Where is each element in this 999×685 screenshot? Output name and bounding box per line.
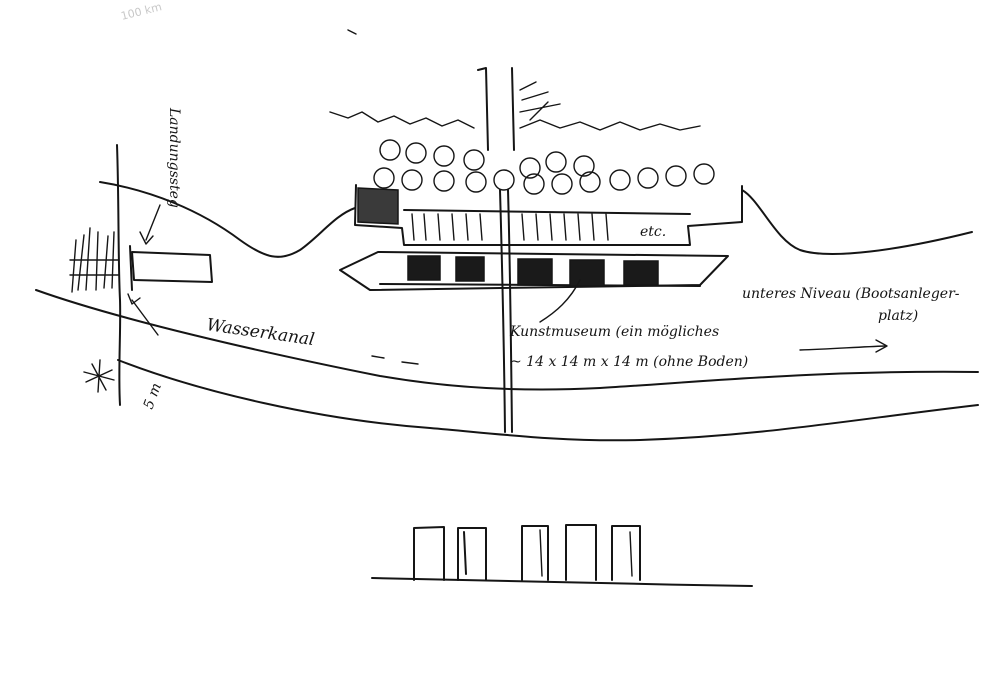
tree [519, 157, 541, 179]
opening [455, 256, 485, 282]
central-building [329, 67, 743, 433]
opening [569, 259, 605, 287]
tree [493, 169, 515, 191]
column [611, 525, 641, 581]
pier-pointer-line [145, 204, 161, 241]
corner-note: 100 km [120, 0, 163, 23]
tree [579, 171, 601, 193]
pier-post [129, 245, 133, 291]
tree [405, 142, 427, 164]
column [521, 525, 549, 581]
spire-right [511, 67, 515, 151]
note-pointer [539, 279, 581, 323]
tree [379, 139, 401, 161]
foliage-left [329, 111, 475, 129]
tree [609, 169, 631, 191]
spire-left [477, 67, 489, 151]
tree-row [373, 139, 715, 195]
plant-star [83, 359, 115, 393]
terrain-water-line [35, 289, 979, 391]
column [413, 526, 445, 581]
tree [693, 163, 715, 185]
tree [545, 151, 567, 173]
upper-deck [354, 184, 743, 246]
terrain-lines [35, 181, 979, 442]
column [565, 524, 597, 581]
tree [573, 155, 595, 177]
tree [463, 149, 485, 171]
tick-mark [347, 29, 357, 35]
column-elevation [371, 524, 753, 587]
building-note-1: Kunstmuseum (ein mögliches [509, 324, 719, 340]
tree [551, 173, 573, 195]
tree [433, 170, 455, 192]
tree [401, 169, 423, 191]
ground-line [371, 577, 753, 587]
etc-note: etc. [640, 224, 666, 240]
pier-box [131, 251, 213, 283]
lower-deck [339, 251, 729, 291]
pier-pointer-head [139, 231, 154, 245]
tree [433, 145, 455, 167]
landing-label: Landungssteg [166, 107, 182, 208]
terrain-upper-right [741, 189, 973, 255]
depth-note: 5 m [141, 381, 165, 412]
tree [523, 173, 545, 195]
canal-label: Wasserkanal [205, 315, 315, 350]
pier-vertical-line [116, 144, 122, 406]
window-mullions [411, 213, 609, 241]
depth-pointer-line [131, 299, 159, 336]
terrain-lower-bank [117, 359, 979, 442]
sea-level-label: unteres Niveau (Bootsanleger- [742, 286, 960, 302]
arrow-line-right [799, 345, 886, 351]
dash-strokes [371, 355, 419, 365]
central-axis-right [507, 189, 513, 433]
reeds-cluster [69, 227, 119, 293]
depth-pointer-head [127, 293, 141, 305]
opening [623, 260, 659, 286]
sea-level-label-2: platz) [878, 308, 918, 324]
column-shade [539, 529, 543, 577]
tree [465, 171, 487, 193]
column-shade [463, 531, 467, 575]
central-axis-left [499, 189, 506, 433]
arrow-head-right [875, 339, 888, 353]
column-shade [629, 531, 633, 577]
tree [665, 165, 687, 187]
opening [407, 255, 441, 281]
opening [517, 258, 553, 286]
terrain-upper-left [99, 181, 356, 258]
foliage-right [519, 119, 701, 131]
tree [373, 167, 395, 189]
window-strip-top [403, 209, 691, 215]
left-pier-section [69, 144, 213, 406]
building-note-2: ~ 14 x 14 m x 14 m (ohne Boden) [510, 354, 748, 370]
foliage-spikes [519, 81, 561, 121]
hatched-block [357, 187, 399, 225]
tree [637, 167, 659, 189]
column [457, 527, 487, 581]
